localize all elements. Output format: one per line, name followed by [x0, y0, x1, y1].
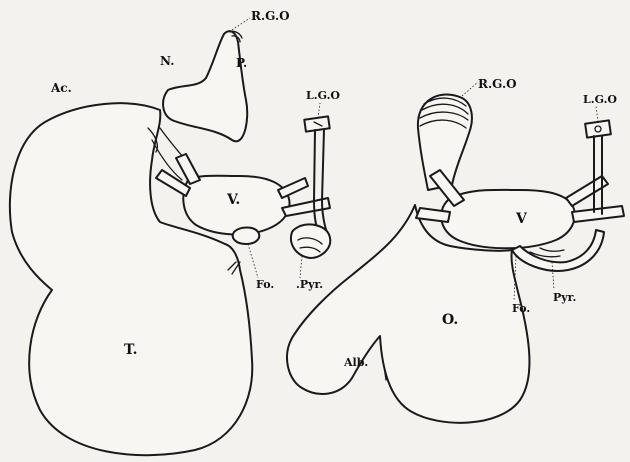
right-specimen [287, 82, 624, 423]
right-label-v: V [516, 212, 527, 226]
left-label-n: N. [160, 55, 174, 67]
right-label-lgo: L.G.O [583, 94, 617, 105]
left-label-v: V. [227, 193, 240, 207]
left-testis-outline [10, 103, 252, 455]
right-label-fo: Fo. [512, 303, 530, 314]
right-lgo-plate [585, 120, 611, 137]
left-label-fo: Fo. [256, 279, 274, 290]
right-label-o: O. [442, 313, 458, 327]
left-fo [233, 228, 260, 245]
left-label-p: P. [236, 57, 247, 69]
left-lead-rgo [232, 18, 250, 30]
left-lead-lgo [318, 103, 320, 118]
right-lgo-duct [594, 136, 602, 214]
left-label-rgo: R.G.O [251, 10, 290, 22]
right-lead-lgo [596, 106, 598, 122]
left-pyr [291, 225, 330, 259]
left-np-lobe [163, 31, 247, 141]
left-label-lgo: L.G.O [306, 90, 340, 101]
left-label-ac: Ac. [51, 82, 72, 94]
left-lead-pyr [300, 256, 302, 278]
right-lead-rgo [462, 82, 478, 96]
left-lead-fo [248, 244, 258, 278]
right-label-rgo: R.G.O [478, 78, 517, 90]
left-label-t: T. [124, 343, 138, 357]
left-lgo-duct [314, 130, 330, 240]
left-v-arm-a [176, 154, 200, 184]
right-v-arm-d [572, 206, 624, 222]
left-v-arm-c [278, 178, 308, 198]
right-label-alb: Alb. [344, 357, 368, 368]
right-label-pyr: Pyr. [553, 292, 576, 303]
left-label-pyr: .Pyr. [296, 279, 323, 290]
